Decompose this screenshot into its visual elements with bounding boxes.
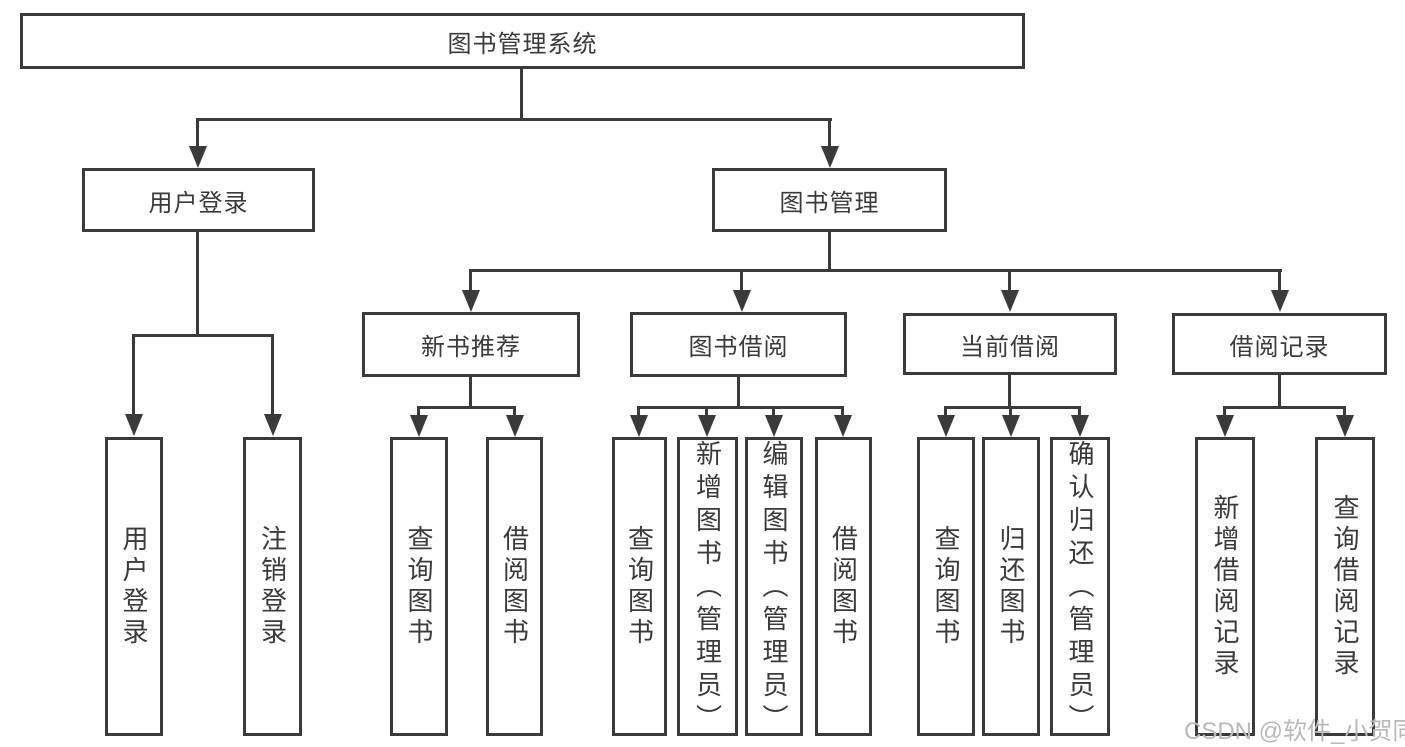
connector-root-rail [196, 118, 832, 121]
node-root: 图书管理系统 [20, 13, 1025, 69]
connector-to-cb-confirm [1078, 406, 1081, 418]
leaf-user-login: 用户登录 [105, 437, 163, 736]
arrow-down-icon [733, 290, 751, 312]
connector-to-br-add [1223, 406, 1226, 418]
connector-to-br-query [1343, 406, 1346, 418]
connector-user-login-rail [132, 334, 274, 337]
leaf-bb-borrow-book-label: 借阅图书 [828, 524, 859, 649]
node-root-label: 图书管理系统 [447, 30, 598, 58]
arrow-down-icon [821, 146, 839, 168]
arrow-down-icon [834, 415, 852, 437]
connector-root-stem [520, 66, 523, 121]
leaf-rec-borrow-book: 借阅图书 [486, 437, 543, 736]
node-book-borrow-label: 图书借阅 [688, 334, 789, 361]
leaf-logout-login: 注销登录 [243, 437, 302, 736]
connector-to-leaf-user-login [132, 334, 135, 416]
connector-to-book-borrow [740, 269, 743, 291]
arrow-down-icon [1336, 415, 1354, 437]
arrow-down-icon [125, 414, 143, 436]
leaf-logout-login-label: 注销登录 [257, 524, 288, 649]
arrow-down-icon [630, 415, 648, 437]
arrow-down-icon [462, 290, 480, 312]
leaf-bb-edit-book-admin: 编辑图书（管理员） [745, 437, 803, 737]
connector-book-mgmt-rail [469, 269, 1282, 272]
node-borrow-records-label: 借阅记录 [1229, 333, 1330, 361]
leaf-bb-edit-book-admin-label: 编辑图书（管理员） [759, 440, 789, 737]
connector-to-bb-add [705, 406, 708, 418]
connector-to-book-mgmt [828, 118, 831, 148]
node-book-management: 图书管理 [712, 168, 947, 232]
arrow-down-icon [506, 415, 524, 437]
connector-to-bb-edit [772, 406, 775, 418]
connector-borrow-record-stem [1278, 375, 1281, 409]
connector-to-bb-query [637, 406, 640, 418]
leaf-cb-query-book-label: 查询图书 [931, 524, 961, 649]
node-current-borrow-label: 当前借阅 [960, 333, 1060, 361]
connector-to-borrow-record [1278, 269, 1281, 291]
arrow-down-icon [698, 415, 716, 437]
node-new-book-recommend-label: 新书推荐 [421, 334, 521, 361]
connector-to-cb-query [944, 406, 947, 418]
connector-current-borrow-stem [1008, 375, 1011, 409]
connector-borrow-record-rail [1223, 406, 1345, 409]
connector-to-new-book-rec [469, 269, 472, 291]
arrow-down-icon [1001, 290, 1019, 312]
arrow-down-icon [264, 414, 282, 436]
leaf-br-query-record: 查询借阅记录 [1315, 437, 1375, 736]
leaf-cb-return-book-label: 归还图书 [996, 524, 1026, 649]
arrow-down-icon [1216, 415, 1234, 437]
leaf-cb-confirm-return-admin: 确认归还（管理员） [1050, 437, 1110, 737]
connector-new-book-rec-stem [469, 377, 472, 409]
connector-to-bb-borrow [841, 406, 844, 418]
connector-book-mgmt-stem [828, 232, 831, 272]
connector-to-leaf-logout [271, 334, 274, 416]
leaf-rec-borrow-book-label: 借阅图书 [499, 524, 530, 649]
connector-to-current-borrow [1008, 269, 1011, 291]
leaf-br-query-record-label: 查询借阅记录 [1330, 493, 1360, 680]
connector-book-borrow-rail [637, 406, 844, 409]
leaf-bb-add-book-admin-label: 新增图书（管理员） [692, 440, 723, 737]
node-book-borrow: 图书借阅 [630, 312, 847, 377]
connector-user-login-stem [196, 232, 199, 336]
arrow-down-icon [1002, 415, 1020, 437]
leaf-cb-query-book: 查询图书 [917, 437, 975, 736]
node-user-login: 用户登录 [82, 168, 315, 232]
leaf-bb-query-book-label: 查询图书 [624, 524, 655, 649]
leaf-rec-query-book: 查询图书 [390, 437, 448, 736]
connector-to-rec-query [417, 406, 420, 418]
connector-to-user-login [196, 118, 199, 148]
csdn-watermark: CSDN @软件_小贺同学 [1184, 718, 1405, 745]
connector-current-borrow-rail [944, 406, 1081, 409]
node-book-management-label: 图书管理 [779, 189, 880, 217]
connector-to-cb-return [1009, 406, 1012, 418]
connector-new-book-rec-rail [417, 406, 516, 409]
node-current-borrow: 当前借阅 [903, 313, 1117, 375]
arrow-down-icon [410, 415, 428, 437]
leaf-bb-query-book: 查询图书 [612, 437, 667, 736]
leaf-br-add-record: 新增借阅记录 [1195, 437, 1255, 736]
leaf-cb-confirm-return-admin-label: 确认归还（管理员） [1065, 440, 1095, 737]
node-user-login-label: 用户登录 [148, 189, 249, 217]
node-borrow-records: 借阅记录 [1172, 313, 1387, 375]
leaf-cb-return-book: 归还图书 [982, 437, 1040, 736]
arrow-down-icon [1071, 415, 1089, 437]
arrow-down-icon [1271, 290, 1289, 312]
leaf-rec-query-book-label: 查询图书 [404, 524, 434, 649]
connector-book-borrow-stem [737, 377, 740, 409]
connector-to-rec-borrow [513, 406, 516, 418]
leaf-br-add-record-label: 新增借阅记录 [1210, 493, 1240, 680]
leaf-bb-borrow-book: 借阅图书 [815, 437, 872, 736]
leaf-bb-add-book-admin: 新增图书（管理员） [677, 437, 738, 737]
leaf-user-login-label: 用户登录 [119, 524, 149, 649]
arrow-down-icon [189, 146, 207, 168]
arrow-down-icon [765, 415, 783, 437]
node-new-book-recommend: 新书推荐 [362, 312, 580, 377]
arrow-down-icon [937, 415, 955, 437]
